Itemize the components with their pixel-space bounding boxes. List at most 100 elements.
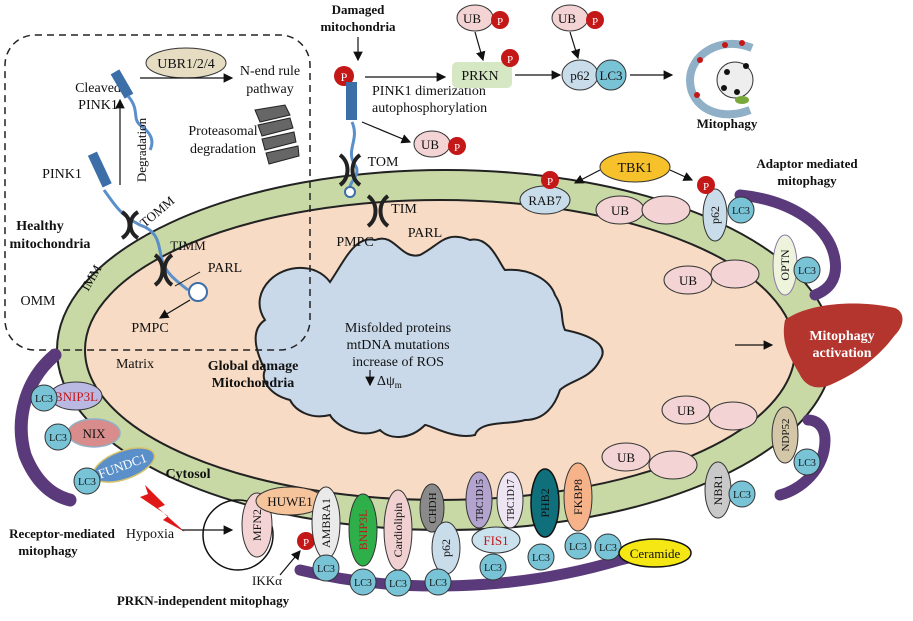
- ub-release-arrow: [361, 121, 412, 144]
- lc3-a1-label: LC3: [732, 206, 750, 217]
- activation-label-1: Mitophagy: [809, 329, 874, 344]
- lc3-a2-label: LC3: [798, 266, 816, 277]
- p-ub-prkn-label: P: [497, 16, 503, 28]
- cleaved-label-2: PINK1: [78, 98, 118, 113]
- pmpc-left-label: PMPC: [131, 321, 168, 336]
- mfn2-label: MFN2: [250, 509, 264, 541]
- lc3-p6-label: LC3: [532, 553, 550, 564]
- lc3-p1: [312, 554, 340, 582]
- ceramide-label: Ceramide: [630, 546, 681, 561]
- tbc1d15-ellipse: [465, 471, 493, 529]
- receptor-label-1: Receptor-mediated: [9, 526, 115, 541]
- phb2-label: PHB2: [538, 488, 552, 517]
- lc3-p3-label: LC3: [389, 579, 407, 590]
- lc3-r1-label: LC3: [35, 394, 53, 405]
- tim-label: TIM: [391, 202, 417, 217]
- rab7-label: RAB7: [528, 193, 562, 208]
- parl-right-label: PARL: [408, 226, 443, 241]
- ub-b1-2: [708, 401, 758, 431]
- p-ub-released: [448, 137, 466, 155]
- purple-band-left: [14, 348, 77, 507]
- lc3-p8-label: LC3: [599, 543, 617, 554]
- optn-label: OPTN: [778, 249, 792, 281]
- ub-a2-1: [663, 265, 713, 295]
- fkbp8-label: FKBP8: [571, 479, 585, 515]
- lightning-icon: [140, 485, 185, 532]
- lc3-p4: [424, 568, 452, 596]
- damaged-matrix-region: [254, 235, 604, 438]
- lc3-a2: [793, 256, 821, 284]
- lc3-r2: [44, 423, 72, 451]
- p-rab7: [541, 171, 559, 189]
- ub-p62-label: UB: [558, 11, 576, 26]
- ceramide-ellipse: [618, 538, 692, 568]
- chdh-label: CHDH: [427, 492, 439, 523]
- healthy-mito-box: [4, 34, 311, 351]
- adaptor-label-2: mitophagy: [777, 173, 837, 188]
- tbk1-label: TBK1: [618, 161, 653, 176]
- p62-a1: [702, 188, 728, 242]
- p-prkn: [501, 49, 519, 67]
- lc3-a1: [727, 196, 755, 224]
- p-ub-p62-label: P: [592, 16, 598, 28]
- damaged-label-2: mitochondria: [320, 19, 396, 34]
- liver-icon: [783, 303, 903, 388]
- purple-band-top: [734, 189, 842, 301]
- tbc1d17-ellipse: [496, 471, 524, 529]
- tbk1-to-p62-arrow: [669, 169, 694, 181]
- lc3-p2: [349, 568, 377, 596]
- parl-left-line: [174, 271, 201, 287]
- damaged-label-1: Damaged: [332, 2, 385, 17]
- tom-label: TOM: [368, 155, 399, 170]
- cardiolipin-label: Cardiolipin: [391, 503, 405, 558]
- lc3-r1: [30, 384, 58, 412]
- lc3-top-label: LC3: [599, 68, 622, 83]
- p-rab7-label: P: [547, 176, 553, 188]
- p-pink1-damaged: [334, 66, 354, 86]
- cleaved-label-1: Cleaved: [75, 81, 121, 96]
- degradation-label: Degradation: [134, 117, 149, 182]
- nbr1-label: NBR1: [711, 475, 725, 506]
- timm-channel-icon: [153, 253, 174, 287]
- dimer-label-2: autophosphorylation: [372, 101, 487, 116]
- ub-b2-2: [648, 450, 698, 480]
- prkn-box: [452, 62, 512, 88]
- pink1-label: PINK1: [42, 167, 82, 182]
- ub-a2-2: [710, 259, 760, 289]
- ub-released-label: UB: [421, 137, 439, 152]
- ndp52-ellipse: [771, 406, 799, 464]
- lc3-b2-label: LC3: [733, 490, 751, 501]
- misfolded-label-1: Misfolded proteins: [345, 321, 451, 336]
- ub-b1-1-label: UB: [677, 403, 695, 418]
- p62-a1-label: p62: [708, 206, 722, 224]
- ubr-label: UBR1/2/4: [157, 57, 215, 72]
- p-ub-released-label: P: [454, 142, 460, 154]
- p-ub-p62: [586, 11, 604, 29]
- lc3-b2: [728, 480, 756, 508]
- purple-band-right: [774, 414, 831, 501]
- global-label-2: Mitochondria: [212, 376, 294, 391]
- p-p62-a1: [697, 176, 715, 194]
- pmpc-left-arrow: [158, 299, 191, 319]
- proteasomal-label-2: degradation: [190, 142, 256, 157]
- pink1-healthy-icon: [87, 151, 112, 188]
- fkbp8-ellipse: [563, 462, 593, 532]
- nix-label: NIX: [82, 426, 106, 441]
- delta-psi-label: Δψm: [377, 374, 402, 390]
- tom-channel-icon: [338, 153, 362, 187]
- lc3-r3: [73, 467, 101, 495]
- lc3-p5: [479, 553, 507, 581]
- tbk1-ellipse: [599, 151, 671, 183]
- ub-to-p62-arrow: [569, 31, 581, 60]
- bnip3-label: BNIP3L: [356, 510, 370, 551]
- phb2-ellipse: [530, 468, 560, 538]
- receptor-label-2: mitophagy: [18, 543, 78, 558]
- lc3-top: [595, 59, 627, 91]
- autophagosome-icon: [685, 39, 754, 119]
- lc3-r2-label: LC3: [49, 433, 67, 444]
- p-mfn2: [297, 532, 315, 550]
- activation-label-2: activation: [812, 346, 871, 361]
- p62-top-label: p62: [570, 68, 590, 83]
- ub-a1-1-label: UB: [611, 203, 629, 218]
- huwe1-label: HUWE1: [267, 494, 313, 509]
